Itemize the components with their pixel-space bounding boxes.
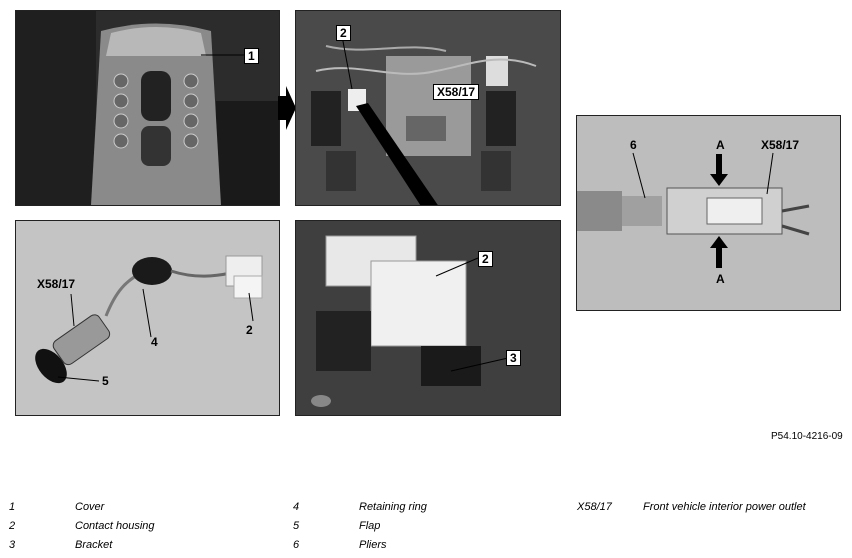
legend-number: 3: [9, 539, 16, 551]
callout-arrow-a-top: A: [716, 138, 725, 152]
legend-text: Front vehicle interior power outlet: [643, 501, 806, 513]
legend-text: Retaining ring: [359, 501, 427, 513]
legend-text: Bracket: [75, 539, 113, 551]
photo-contact-housing: 2 3: [295, 220, 561, 416]
wiring-drawing: [296, 11, 560, 205]
callout-power-outlet: X58/17: [761, 138, 800, 152]
photo-pliers-outlet: 6 A A X58/17: [576, 115, 841, 311]
legend-number: 1: [9, 501, 16, 513]
callout-power-outlet: X58/17: [37, 277, 76, 291]
legend-text: Pliers: [359, 539, 387, 551]
callout-power-outlet: X58/17: [433, 84, 480, 100]
callout-contact-housing: 2: [478, 251, 493, 267]
legend-number: 2: [9, 520, 16, 532]
callout-retaining-ring: 4: [151, 335, 158, 349]
callout-contact-housing: 2: [246, 323, 253, 337]
center-console-drawing: [16, 11, 279, 205]
callout-bracket: 3: [506, 350, 521, 366]
legend-text: Cover: [75, 501, 105, 513]
legend-number: X58/17: [577, 501, 612, 513]
contact-housing-drawing: [296, 221, 560, 415]
legend-text: Contact housing: [75, 520, 155, 532]
callout-contact-housing: 2: [336, 25, 351, 41]
callout-pliers: 6: [630, 138, 637, 152]
photo-center-console: 1: [15, 10, 280, 206]
callout-flap: 5: [102, 374, 109, 388]
pliers-drawing: [577, 116, 840, 310]
photo-power-outlet: X58/17 4 5 2: [15, 220, 280, 416]
legend-number: 4: [293, 501, 300, 513]
legend-number: 5: [293, 520, 300, 532]
photo-wiring-area: 2 X58/17: [295, 10, 561, 206]
callout-arrow-a-bottom: A: [716, 272, 725, 286]
legend-number: 6: [293, 539, 300, 551]
callout-cover: 1: [244, 48, 259, 64]
figure-reference: P54.10-4216-09: [771, 431, 843, 442]
power-outlet-drawing: [16, 221, 279, 415]
arrow-right-icon: [278, 86, 296, 130]
legend-text: Flap: [359, 520, 381, 532]
